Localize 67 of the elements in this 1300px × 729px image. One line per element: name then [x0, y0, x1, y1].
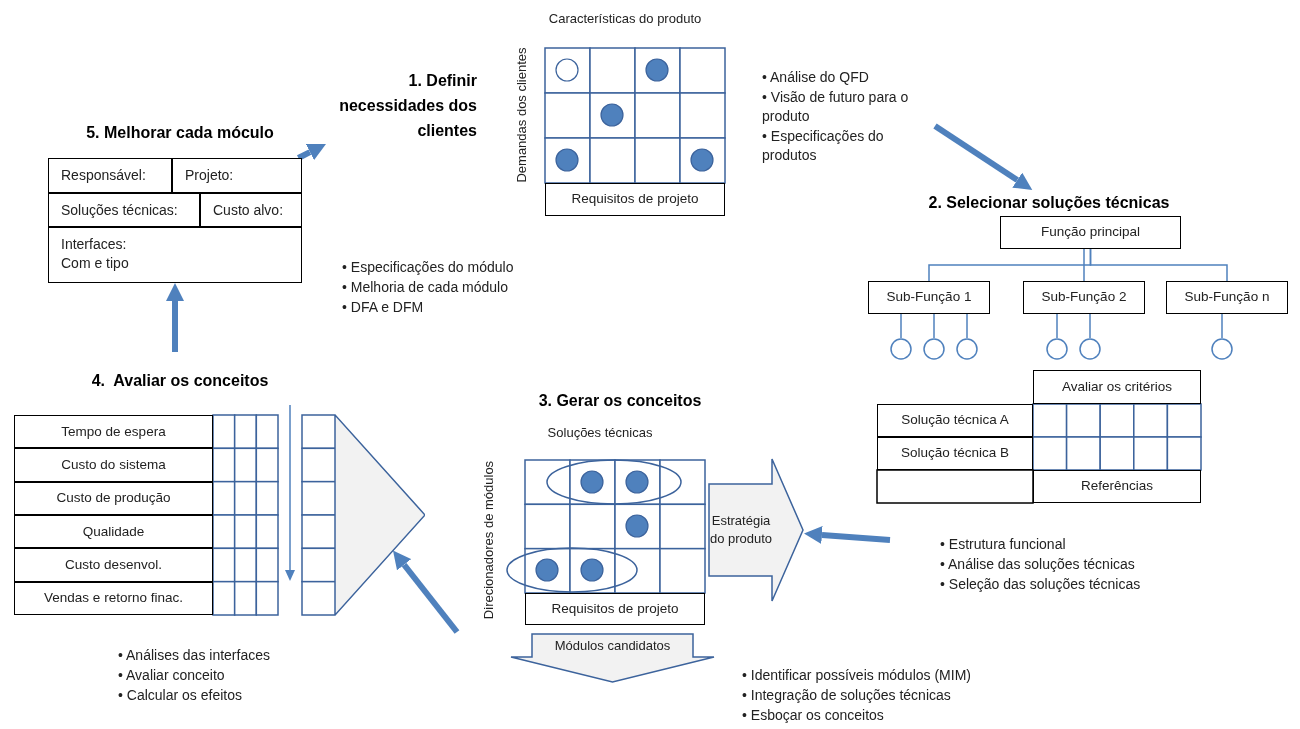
- arrow-label: Estratégia do produto: [708, 512, 774, 548]
- bullet-item: • Visão de futuro para o produto: [762, 88, 910, 126]
- bullet-item: • Esboçar os conceitos: [742, 706, 885, 725]
- table-cell: Custo desenvol.: [14, 548, 213, 582]
- connector-line: [900, 313, 902, 339]
- form-field: Soluções técnicas:: [48, 193, 200, 227]
- bullet-item: • Integração de soluções técnicas: [742, 686, 952, 705]
- connector-line: [1056, 313, 1058, 339]
- bullet-item: • Análises das interfaces: [118, 646, 271, 665]
- table-cell: Tempo de espera: [14, 415, 213, 449]
- step-heading: 2. Selecionar soluções técnicas: [915, 190, 1183, 212]
- process-box: Função principal: [1000, 216, 1181, 249]
- circle-node: [923, 338, 945, 360]
- bullet-item: • Identificar possíveis módulos (MIM): [742, 666, 972, 685]
- form-field: Interfaces: Com e tipo: [48, 227, 302, 283]
- step-heading: 1. Definir necessidades dos clientes: [325, 68, 477, 144]
- bullet-item: • Avaliar conceito: [118, 666, 226, 685]
- process-box: Requisitos de projeto: [525, 593, 705, 625]
- table-cell: Custo de produção: [14, 481, 213, 515]
- circle-node: [1079, 338, 1101, 360]
- step-heading: 4. Avaliar os conceitos: [90, 371, 270, 391]
- connector-line: [1089, 248, 1228, 282]
- table-cell: Vendas e retorno finac.: [14, 581, 213, 615]
- triangle-shape: [335, 415, 425, 615]
- form-field: Responsável:: [48, 158, 172, 193]
- process-box: Requisitos de projeto: [545, 183, 725, 216]
- bullet-item: • DFA e DFM: [342, 298, 425, 317]
- bullet-item: • Seleção das soluções técnicas: [940, 575, 1142, 594]
- connector-line: [1083, 248, 1085, 282]
- arrow-label: Módulos candidatos: [554, 637, 671, 656]
- connector-line: [1089, 313, 1091, 339]
- process-box: Sub-Função n: [1166, 281, 1288, 314]
- bullet-item: • Especificações do módulo: [342, 258, 515, 277]
- matrix-label: Características do produto: [547, 10, 703, 28]
- matrix-label: Demandas dos clientes: [514, 47, 530, 183]
- table-cell: Custo do sistema: [14, 448, 213, 482]
- connector-line: [933, 313, 935, 339]
- matrix-label: Soluções técnicas: [546, 424, 654, 442]
- matrix-label: Direcionadores de módulos: [481, 460, 497, 620]
- table-cell: Qualidade: [14, 515, 213, 549]
- arrow: [297, 144, 326, 161]
- arrow: [804, 525, 891, 544]
- process-box: Sub-Função 1: [868, 281, 990, 314]
- bullet-item: • Calcular os efeitos: [118, 686, 243, 705]
- table-cell: Referências: [1033, 470, 1201, 503]
- bullet-item: • Melhoria de cada módulo: [342, 278, 509, 297]
- circle-node: [890, 338, 912, 360]
- form-field: Custo alvo:: [200, 193, 302, 227]
- arrow: [393, 550, 460, 634]
- step-heading: 5. Melhorar cada móculo: [85, 123, 275, 143]
- circle-node: [956, 338, 978, 360]
- bullet-item: • Especificações do produtos: [762, 127, 885, 165]
- bullet-item: • Análise das soluções técnicas: [940, 555, 1136, 574]
- table-cell: Solução técnica B: [877, 437, 1033, 470]
- process-box: Sub-Função 2: [1023, 281, 1145, 314]
- connector-line: [966, 313, 968, 339]
- bullet-item: • Análise do QFD: [762, 68, 870, 87]
- arrow: [166, 283, 184, 352]
- connector-line: [1221, 313, 1223, 339]
- circle-node: [1211, 338, 1233, 360]
- form-field: Projeto:: [172, 158, 302, 193]
- circle-node: [1046, 338, 1068, 360]
- table-cell: Solução técnica A: [877, 404, 1033, 437]
- table-cell: Avaliar os critérios: [1033, 370, 1201, 404]
- arrow: [933, 123, 1033, 190]
- bullet-item: • Estrutura funcional: [940, 535, 1067, 554]
- step-heading: 3. Gerar os conceitos: [537, 391, 703, 411]
